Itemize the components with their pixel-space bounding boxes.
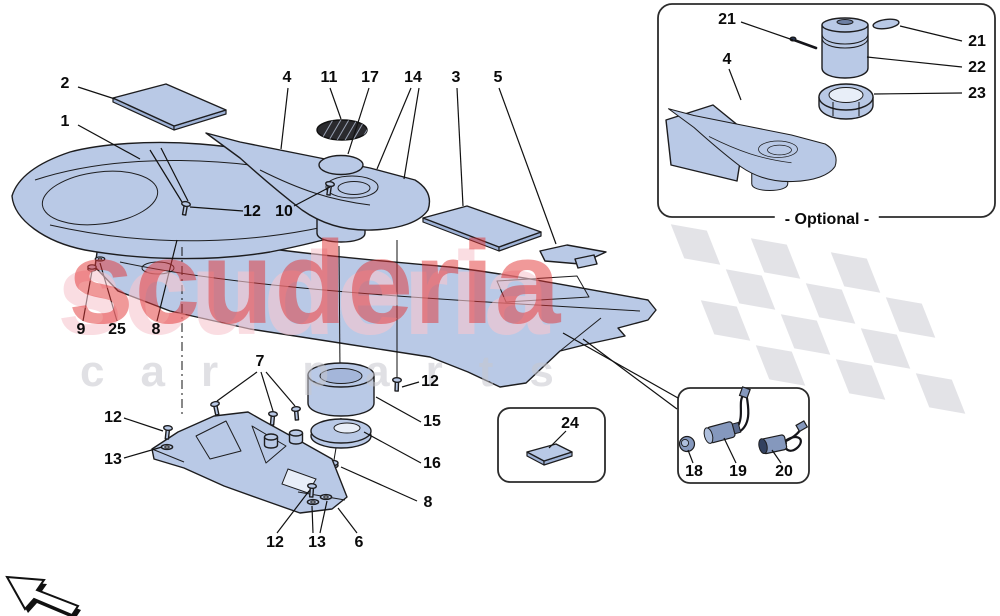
disc-17	[318, 154, 364, 176]
part-label-13: 13	[104, 451, 122, 468]
part-label-14: 14	[404, 69, 422, 86]
mat-24	[526, 443, 573, 462]
part-label-21: 21	[718, 11, 736, 28]
part-label-10: 10	[275, 203, 293, 220]
part-label-8: 8	[151, 321, 161, 338]
washer-13b	[319, 493, 333, 501]
part-label-21: 21	[968, 33, 986, 50]
part-label-12: 12	[266, 534, 284, 551]
part-label-20: 20	[775, 463, 793, 480]
direction-arrow-icon	[5, 575, 81, 616]
part-label-11: 11	[320, 69, 338, 86]
mat-3	[422, 205, 542, 252]
optional-inset-box	[657, 3, 996, 218]
part-label-9: 9	[76, 321, 86, 338]
part-label-4: 4	[282, 69, 292, 86]
part-label-2: 2	[60, 75, 70, 92]
part-label-17: 17	[361, 69, 379, 86]
part-label-16: 16	[423, 455, 441, 472]
washer-16	[310, 418, 372, 449]
cap-18	[678, 435, 696, 453]
mat-2	[112, 83, 227, 131]
nut-9	[87, 264, 97, 272]
part-label-6: 6	[354, 534, 364, 551]
lighter-19	[703, 386, 751, 444]
ashtray-22	[821, 17, 869, 79]
part-label-3: 3	[451, 69, 461, 86]
part-label-7: 7	[255, 353, 265, 370]
checkered-flag-pattern	[670, 224, 966, 414]
screw-7a	[209, 400, 223, 417]
tray-5	[539, 244, 607, 269]
cup-ring-23	[818, 83, 874, 120]
washer-25	[94, 256, 106, 262]
screw-7c	[290, 405, 302, 422]
part-label-12: 12	[421, 373, 439, 390]
part-label-12: 12	[104, 409, 122, 426]
lid-21	[872, 18, 900, 30]
inset-box-sockets	[677, 386, 810, 484]
part-label-8: 8	[423, 494, 433, 511]
washer-13a	[306, 498, 320, 506]
leader-lines	[77, 21, 963, 534]
washer-13-left	[160, 443, 174, 451]
screw-12-right	[391, 376, 403, 392]
part-label-23: 23	[968, 85, 986, 102]
part-label-24: 24	[561, 415, 579, 432]
part-label-12: 12	[243, 203, 261, 220]
optional-box-label: - Optional -	[774, 211, 880, 229]
grille-11	[316, 119, 368, 141]
part-label-13: 13	[308, 534, 326, 551]
part-label-18: 18	[685, 463, 703, 480]
part-label-19: 19	[729, 463, 747, 480]
part-label-1: 1	[60, 113, 70, 130]
bushing-15	[307, 362, 375, 417]
part-label-22: 22	[968, 59, 986, 76]
part-label-4: 4	[722, 51, 732, 68]
part-label-25: 25	[108, 321, 126, 338]
socket-20	[758, 420, 809, 455]
part-label-5: 5	[493, 69, 503, 86]
part-label-15: 15	[423, 413, 441, 430]
